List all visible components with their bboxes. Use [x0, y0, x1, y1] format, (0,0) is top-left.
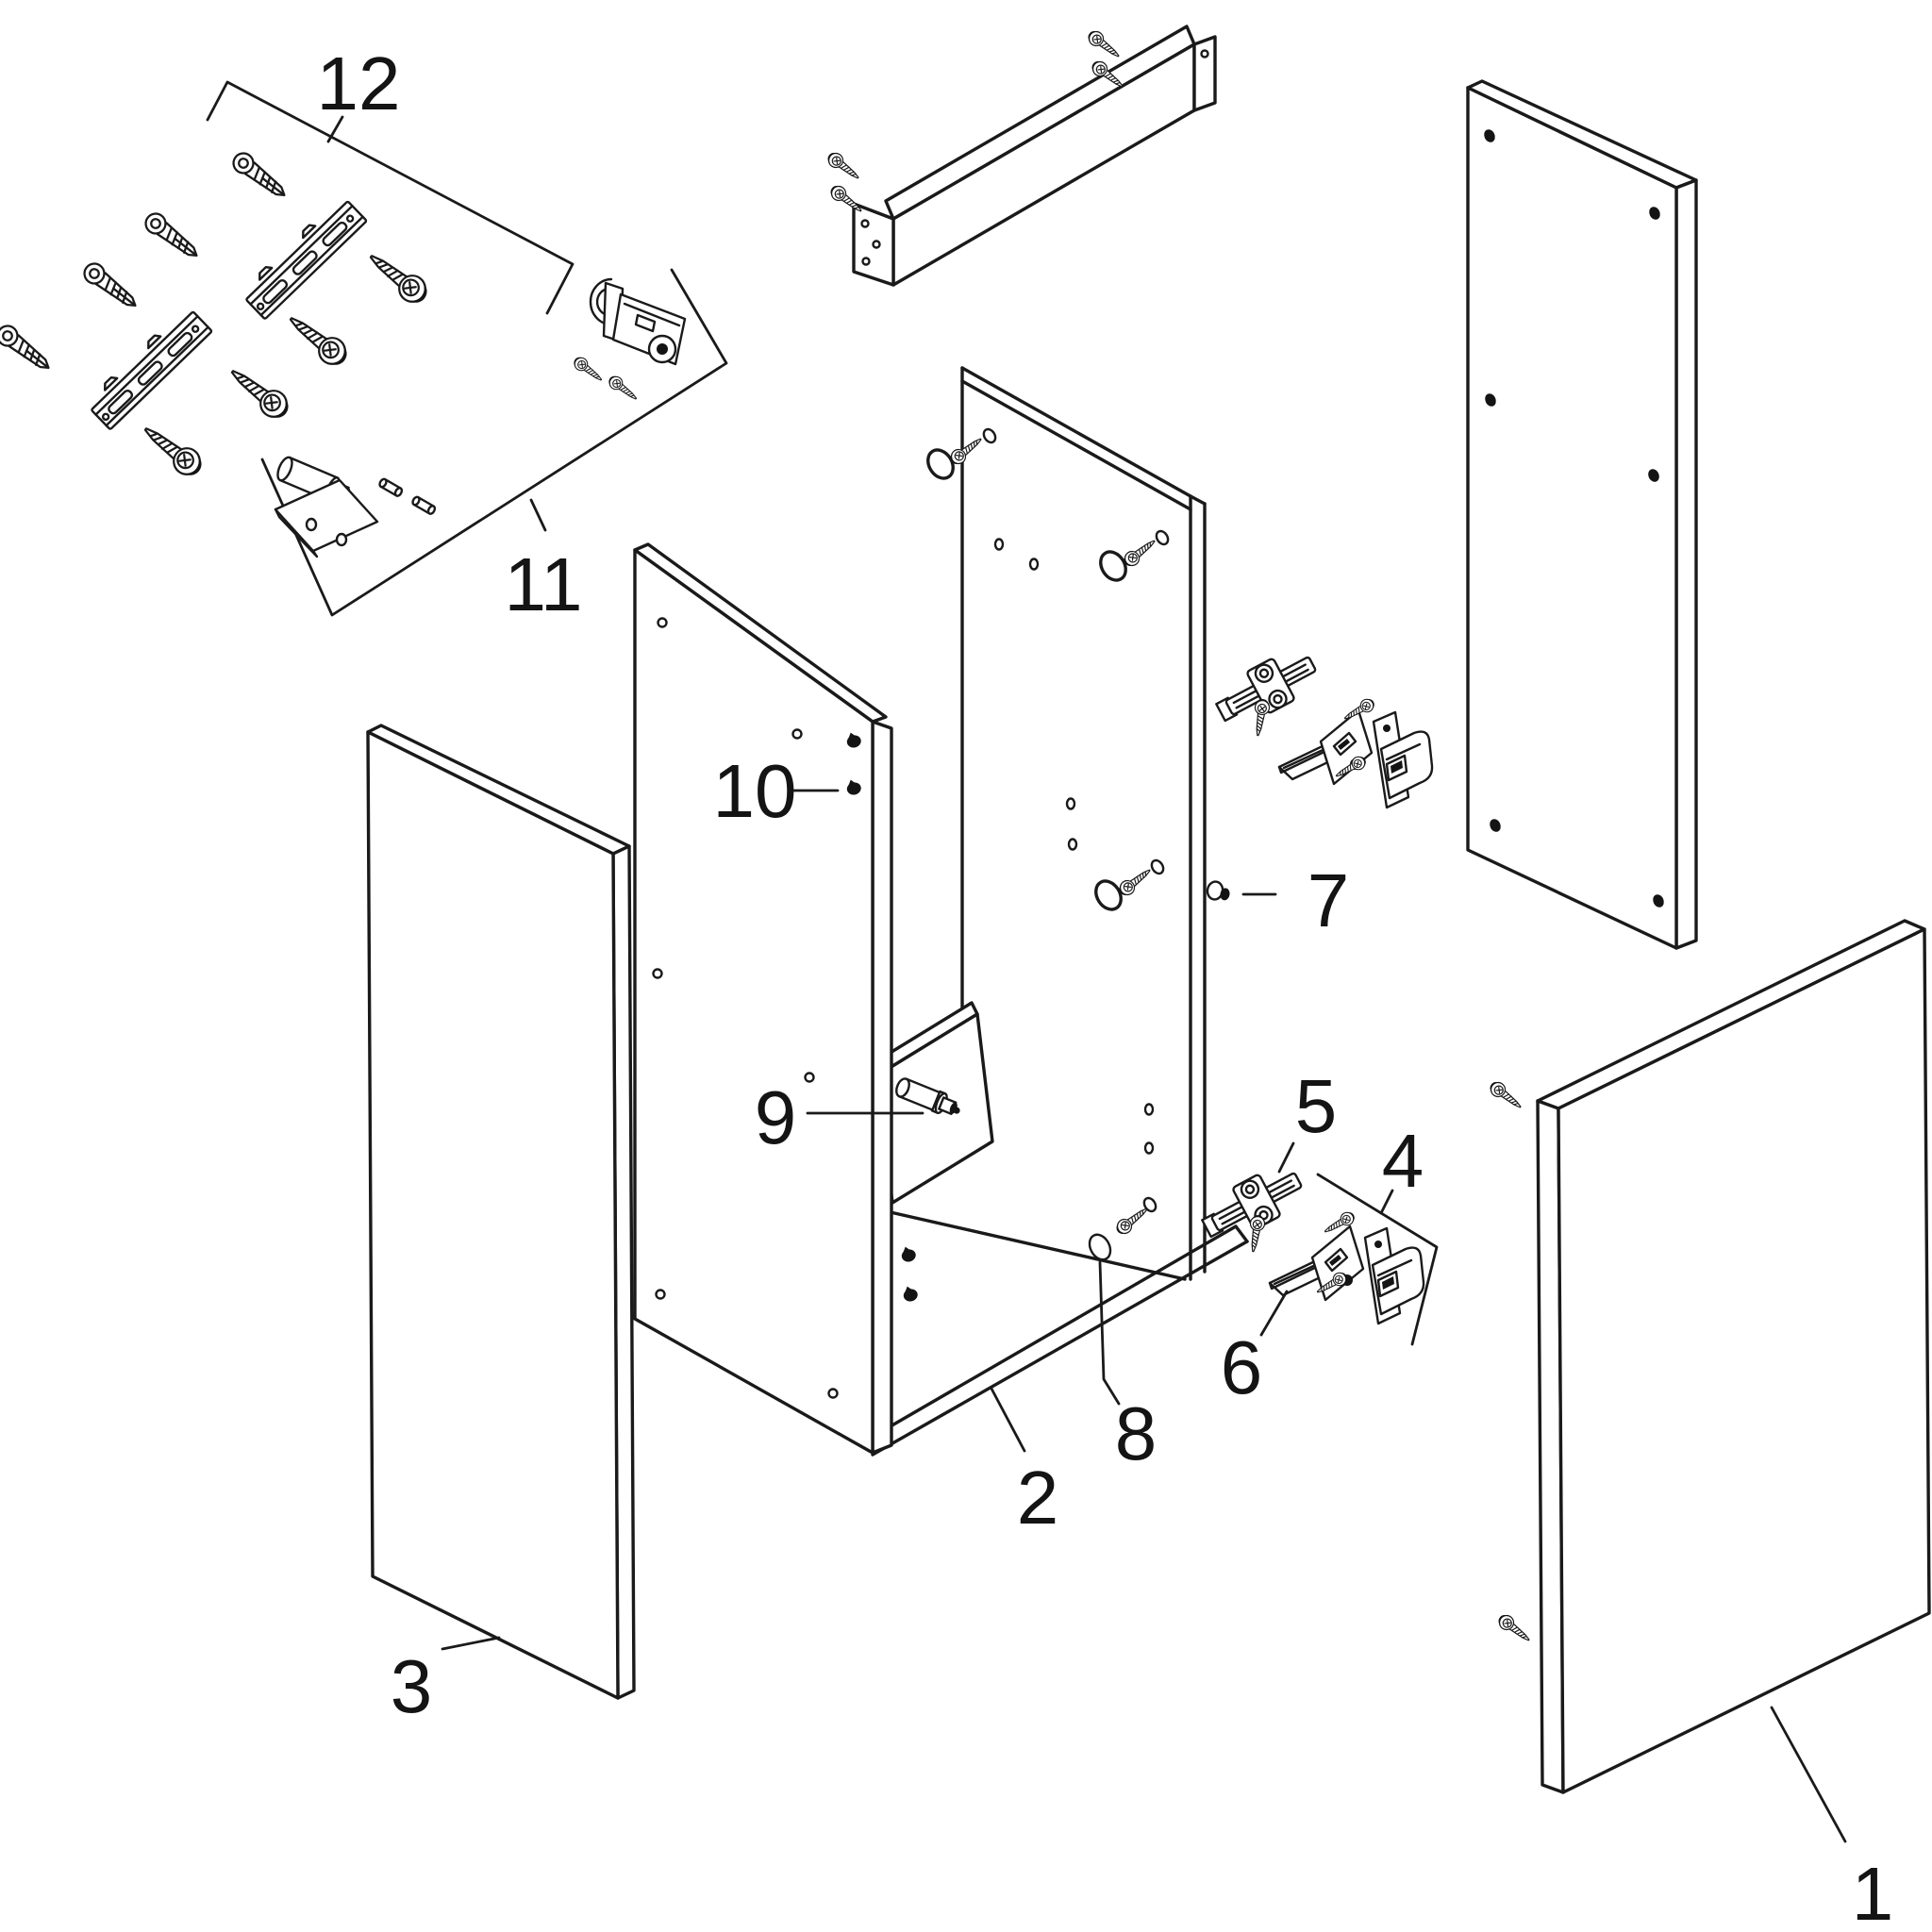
side-panel-3: 3: [366, 724, 636, 1728]
group-12-bracket: [206, 80, 575, 315]
screw-icon: [826, 181, 866, 217]
wall-rail-icon: [83, 303, 213, 431]
part-10-label: 10: [713, 749, 797, 833]
screw-icon: [605, 373, 641, 405]
part-7-label: 7: [1307, 858, 1350, 942]
part-3-label: 3: [391, 1644, 433, 1728]
damper-plate-icon: [274, 478, 379, 558]
part-6-leader: [1259, 1290, 1289, 1337]
screw-icon: [824, 148, 863, 184]
side-panel-3-face: [366, 730, 620, 1700]
fixing-hole-icon: [1088, 1233, 1112, 1261]
part-3-leader: [441, 1636, 501, 1651]
part-1-label: 1: [1852, 1852, 1894, 1932]
screw-icon: [223, 360, 295, 425]
screw-icon: [1486, 1077, 1525, 1113]
part-12-label: 12: [317, 42, 401, 125]
part-9-label: 9: [755, 1075, 797, 1159]
wall-mounting-kit-group-12: 12: [0, 42, 575, 483]
cover-cap-7: 7: [1206, 858, 1349, 942]
hinge-mounting-plate-icon: [1208, 641, 1325, 735]
screw-icon: [1084, 26, 1124, 62]
part-2-leader: [990, 1387, 1026, 1453]
carcass-left-panel-face: [633, 548, 874, 1455]
door-panel-face: [1557, 927, 1931, 1794]
cover-cap-icon: [1206, 880, 1230, 901]
cap-nut-icon: [901, 1284, 920, 1304]
rail-front-face: [891, 42, 1196, 287]
top-rail-bracket: [824, 25, 1217, 287]
dowel-pin-icon: [376, 476, 405, 499]
group-4-bracket: [1316, 1173, 1439, 1346]
screw-icon: [281, 308, 354, 373]
wall-anchor-icon: [0, 321, 56, 377]
screw-icon: [570, 354, 606, 386]
back-panel-face: [962, 368, 1191, 1283]
part-1-leader: [1770, 1706, 1847, 1843]
wall-anchor-icon: [79, 258, 142, 315]
hinge-damper-kit-group-11: 11: [260, 268, 728, 626]
part-8-leader: [1098, 1260, 1121, 1406]
rail-right-end-plate: [1192, 35, 1217, 112]
wall-rail-icon: [238, 192, 368, 321]
bottom-rear-edge: [880, 1208, 1187, 1281]
screw-icon: [1494, 1610, 1534, 1646]
part-11-leader: [529, 498, 547, 532]
bottom-front-edge: [871, 1240, 1249, 1457]
dowel-pin-icon: [409, 494, 438, 517]
part-6-label: 6: [1221, 1325, 1263, 1409]
wall-anchor-icon: [228, 148, 291, 205]
part-5-label: 5: [1295, 1064, 1338, 1148]
cabinet-carcass-2: 8 9 10 2: [633, 366, 1249, 1540]
cap-nut-icon: [899, 1244, 918, 1264]
part-2-label: 2: [1017, 1456, 1059, 1540]
screw-icon: [136, 418, 208, 483]
wall-anchor-icon: [141, 208, 204, 265]
part-5-leader: [1277, 1141, 1295, 1174]
side-panel-right-face: [1466, 86, 1678, 950]
screw-icon: [361, 245, 434, 310]
carcass-left-panel: [633, 542, 893, 1455]
hinge-hardware-upper: [1208, 641, 1434, 809]
side-panel-right: [1466, 79, 1698, 950]
hinge-hardware-lower: 5 4 6: [1194, 1064, 1439, 1409]
hinge-icon: [589, 277, 687, 366]
part-11-label: 11: [504, 542, 582, 626]
soft-close-latch-icon: [1319, 708, 1434, 809]
part-12-leader: [326, 115, 344, 143]
door-panel-1: 1: [1486, 919, 1931, 1932]
part-4-label: 4: [1382, 1119, 1424, 1203]
part-4-leader: [1379, 1189, 1394, 1215]
soft-close-latch-icon: [1310, 1224, 1425, 1325]
part-8-label: 8: [1115, 1391, 1158, 1475]
